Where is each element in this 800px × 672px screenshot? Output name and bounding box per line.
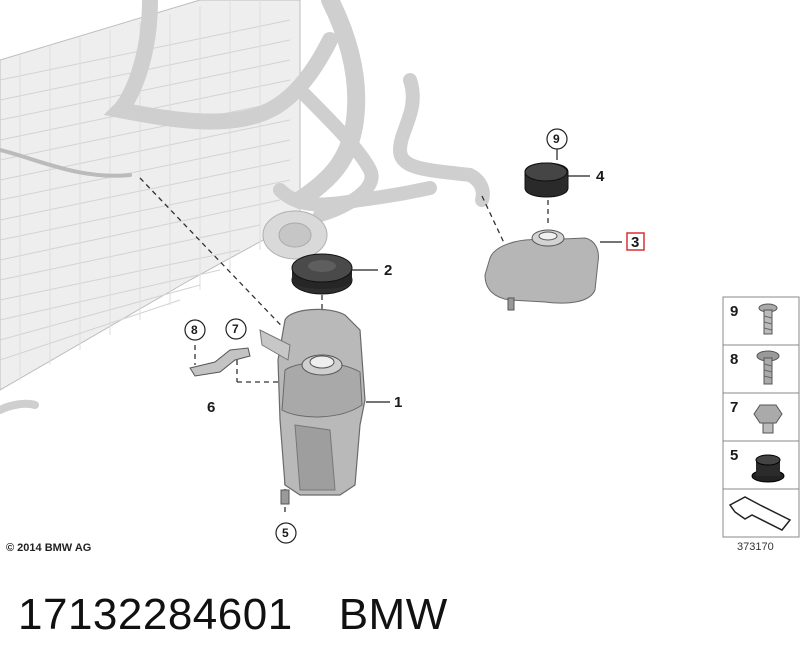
screw-8-icon [756, 350, 780, 385]
callout-4: 4 [596, 168, 605, 185]
legend-num-7: 7 [730, 399, 738, 416]
svg-text:7: 7 [232, 322, 239, 336]
water-pump [262, 210, 328, 260]
svg-text:9: 9 [553, 132, 560, 146]
grommet-5-icon [751, 454, 785, 483]
legend-num-8: 8 [730, 351, 738, 368]
copyright-text: © 2014 BMW AG [6, 542, 92, 554]
callout-3: 3 [631, 234, 639, 251]
circled-callout-9: 9 [546, 128, 568, 150]
callout-6: 6 [207, 399, 215, 416]
parts-legend-sidebar: 9 8 7 5 [722, 296, 800, 538]
svg-text:5: 5 [282, 526, 289, 540]
circled-callout-7: 7 [225, 318, 247, 340]
legend-num-5: 5 [730, 447, 738, 464]
filler-cap-4 [524, 162, 569, 198]
callout-1: 1 [394, 394, 402, 411]
callout-3-highlight-box [626, 232, 645, 251]
filler-cap-2 [291, 253, 353, 295]
diagram-id: 373170 [737, 541, 774, 553]
legend-num-9: 9 [730, 303, 738, 320]
screw-5-illustration [280, 489, 290, 505]
circled-callout-5: 5 [275, 522, 297, 544]
callout-lines [352, 148, 622, 403]
gasket-arrow-icon [728, 496, 792, 531]
expansion-tank-3 [484, 229, 599, 311]
part-number: 17132284601 [18, 590, 293, 639]
svg-text:8: 8 [191, 323, 198, 337]
bracket-6 [189, 347, 251, 377]
part-number-line: 17132284601 BMW [18, 590, 448, 640]
brand-name: BMW [338, 590, 448, 639]
nut-7-icon [753, 404, 783, 434]
circled-callout-8: 8 [184, 319, 206, 341]
expansion-tank-1 [259, 308, 366, 496]
callout-2: 2 [384, 262, 392, 279]
screw-9-icon [758, 303, 778, 335]
coolant-hoses [0, 0, 490, 414]
parts-diagram: 1 2 3 4 6 9 8 7 5 9 8 7 5 [0, 0, 800, 544]
